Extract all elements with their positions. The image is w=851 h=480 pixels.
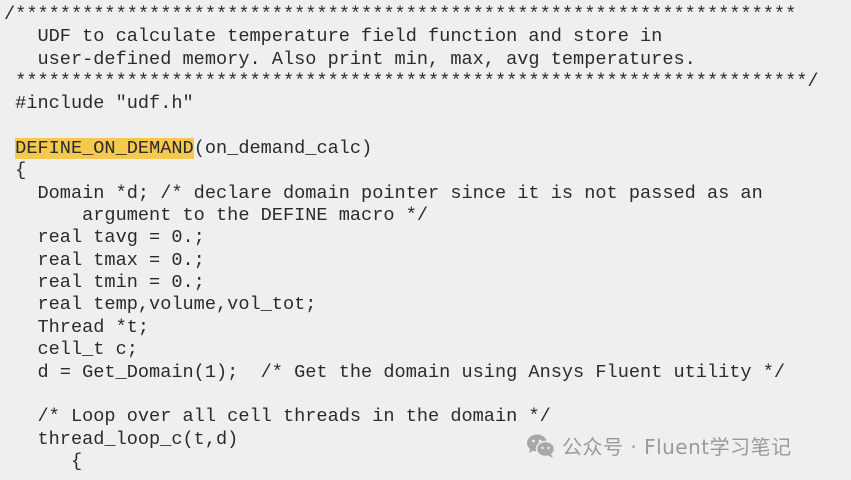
watermark: 公众号 · Fluent学习笔记 <box>526 431 792 460</box>
code-line: thread_loop_c(t,d) <box>4 428 239 450</box>
code-block: /***************************************… <box>4 4 819 473</box>
code-line: argument to the DEFINE macro */ <box>4 205 429 227</box>
watermark-text: 公众号 · Fluent学习笔记 <box>562 435 792 459</box>
wechat-icon <box>526 433 556 459</box>
comment-line: UDF to calculate temperature field funct… <box>4 26 663 48</box>
code-line: real tmax = 0.; <box>4 249 205 271</box>
comment-line: user-defined memory. Also print min, max… <box>4 48 696 70</box>
blank-line <box>4 116 819 138</box>
code-line: cell_t c; <box>4 339 138 361</box>
open-brace: { <box>4 160 27 182</box>
code-line: real tmin = 0.; <box>4 272 205 294</box>
include-directive: #include "udf.h" <box>4 93 194 115</box>
code-line: /* Loop over all cell threads in the dom… <box>4 406 551 428</box>
comment-border-bottom: ****************************************… <box>4 71 819 93</box>
comment-border-top: /***************************************… <box>4 4 797 25</box>
indent <box>4 138 15 159</box>
macro-definition-line: DEFINE_ON_DEMAND(on_demand_calc) <box>4 138 819 160</box>
code-line: Thread *t; <box>4 316 150 338</box>
code-line: real tavg = 0.; <box>4 227 205 249</box>
code-line: real temp,volume,vol_tot; <box>4 294 317 316</box>
code-line: Domain *d; /* declare domain pointer sin… <box>4 182 763 204</box>
highlighted-macro-name: DEFINE_ON_DEMAND <box>15 138 194 160</box>
macro-argument: (on_demand_calc) <box>193 138 373 160</box>
code-line: { <box>4 450 83 472</box>
blank-line <box>4 384 819 406</box>
code-line: d = Get_Domain(1); /* Get the domain usi… <box>4 361 786 383</box>
